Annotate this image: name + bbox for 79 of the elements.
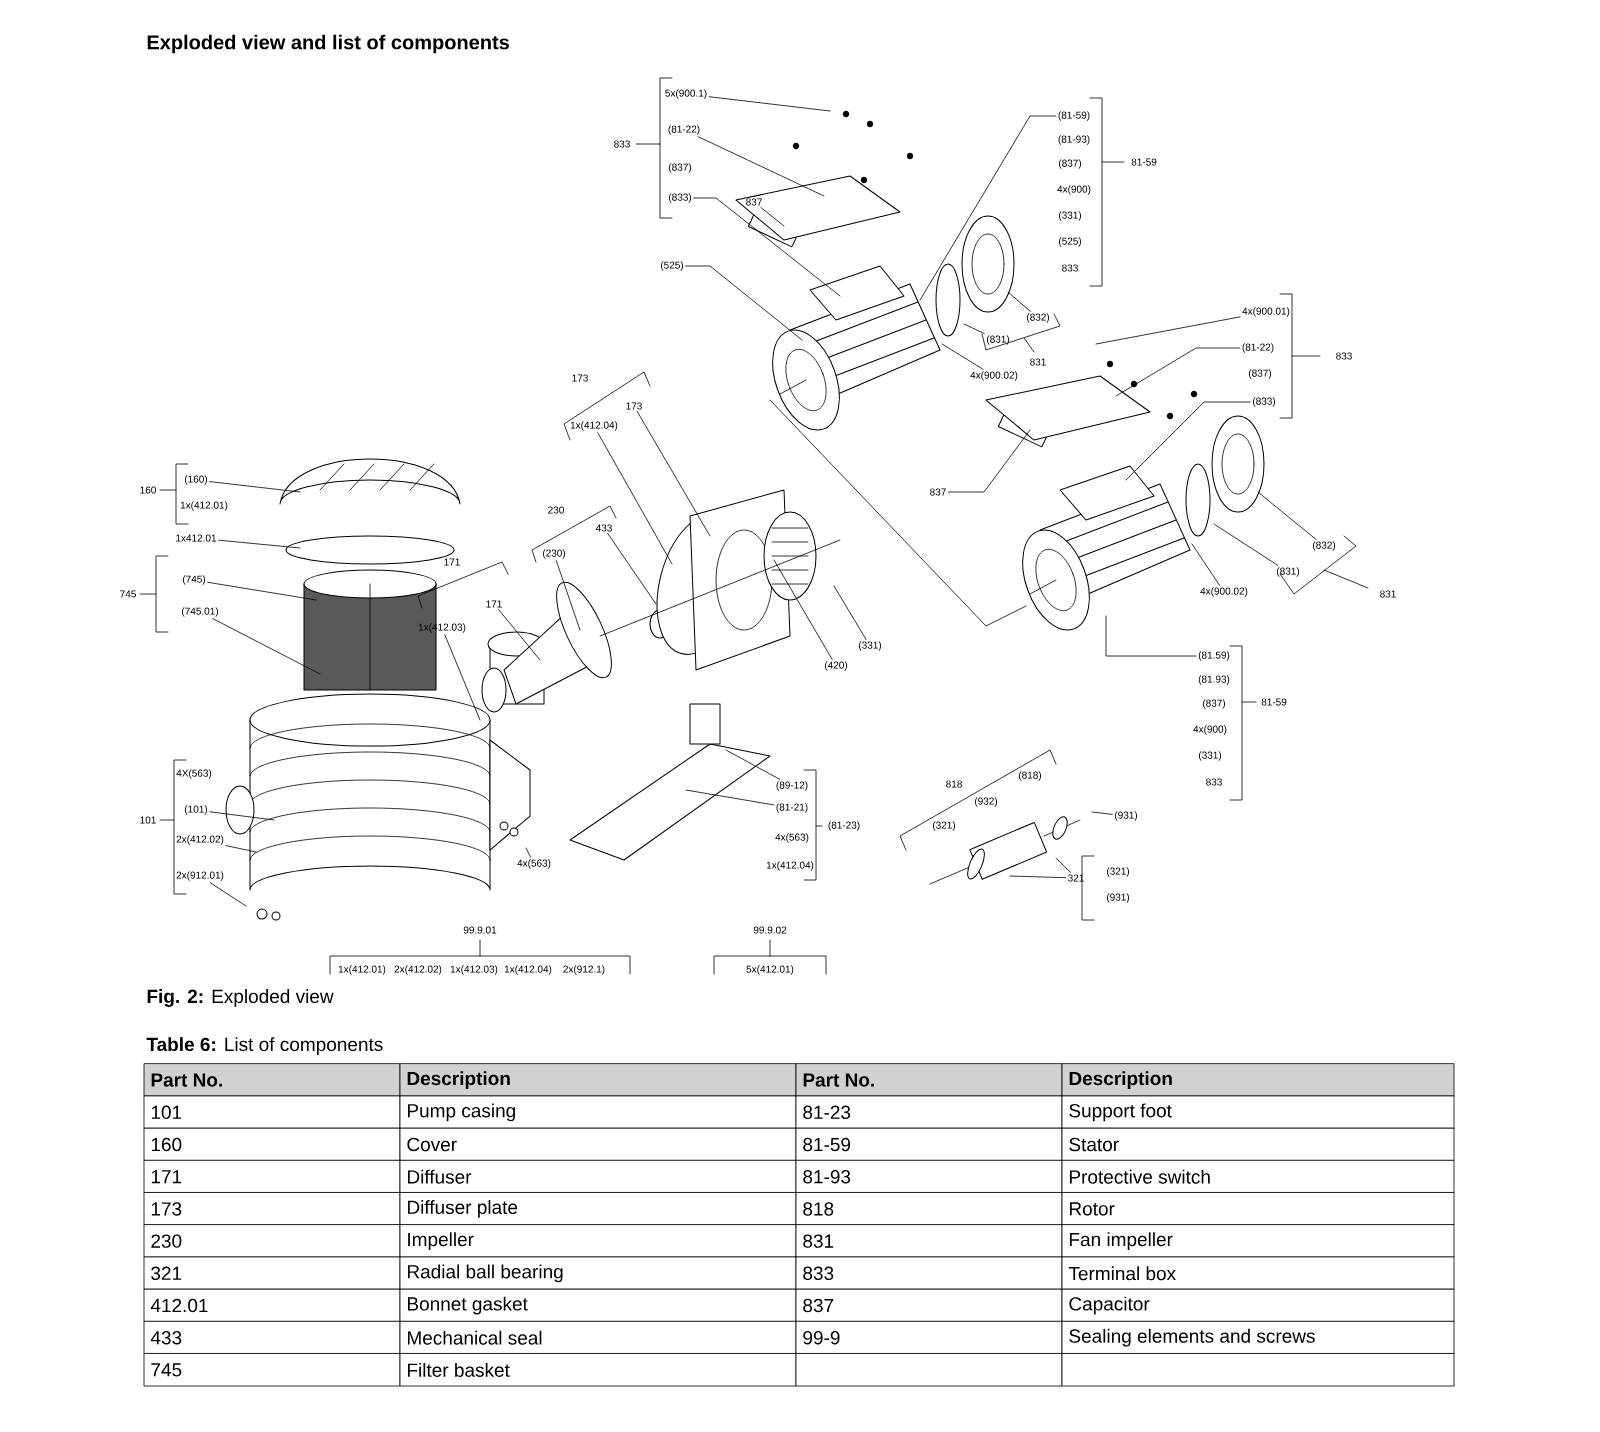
leader-line xyxy=(1115,347,1241,397)
leader-line xyxy=(218,539,301,549)
leader-line xyxy=(212,618,321,675)
table-cell: 230 xyxy=(143,1224,401,1258)
table-header-cell: Description xyxy=(1061,1063,1455,1097)
table-cell: 831 xyxy=(795,1224,1063,1258)
table-cell: Support foot xyxy=(1061,1095,1455,1129)
table-header-cell: Description xyxy=(399,1063,797,1097)
table-cell: Bonnet gasket xyxy=(399,1289,797,1322)
table-cell: Protective switch xyxy=(1061,1160,1455,1194)
table-cell: 160 xyxy=(143,1128,401,1161)
table-cell: 81-93 xyxy=(795,1160,1063,1194)
leader-line xyxy=(725,749,781,780)
leader-line xyxy=(597,432,673,565)
leader-line xyxy=(607,533,657,605)
table-cell: 433 xyxy=(143,1321,401,1355)
table-cell: 321 xyxy=(143,1256,401,1290)
title: Exploded view and list of components xyxy=(147,34,509,54)
leader-line xyxy=(963,323,985,334)
leader-line xyxy=(1257,491,1317,540)
leader-line xyxy=(760,207,785,227)
table-cell: Impeller xyxy=(399,1224,797,1258)
leader-line xyxy=(919,115,1057,301)
leader-line xyxy=(708,96,831,112)
table-cell: Pump casing xyxy=(399,1095,797,1129)
table-cell: Stator xyxy=(1061,1128,1455,1161)
leader-line xyxy=(693,197,841,297)
table-cell: 818 xyxy=(795,1192,1063,1226)
table-cell: Radial ball bearing xyxy=(399,1256,797,1290)
leader-line xyxy=(525,847,532,858)
table-cell: 81-23 xyxy=(795,1095,1063,1129)
leader-line xyxy=(555,560,581,631)
leader-line xyxy=(225,845,257,853)
table-header-cell: Part No. xyxy=(795,1063,1063,1097)
table-cell: Fan impeller xyxy=(1061,1224,1455,1258)
leader-line xyxy=(1213,523,1279,566)
table-cell: Rotor xyxy=(1061,1192,1455,1226)
table-cell: 101 xyxy=(143,1095,401,1129)
table-cell: 171 xyxy=(143,1160,401,1194)
caption: Fig. 2: Exploded view xyxy=(147,989,334,1007)
leader-line xyxy=(1105,615,1197,657)
leader-line xyxy=(209,811,275,821)
leader-line xyxy=(685,265,803,341)
table-cell: 833 xyxy=(795,1256,1063,1290)
leader-line xyxy=(1055,857,1071,873)
table-cell: Cover xyxy=(399,1128,797,1161)
table-cell: 173 xyxy=(143,1192,401,1226)
leader-line xyxy=(941,343,984,370)
table-cell: Filter basket xyxy=(399,1353,797,1387)
table-cell: 99-9 xyxy=(795,1321,1063,1355)
leader-line xyxy=(773,559,833,660)
leader-line xyxy=(1091,811,1113,815)
table-caption: Table 6: List of components xyxy=(146,1037,383,1055)
leader-line xyxy=(209,882,247,907)
table-cell: 745 xyxy=(143,1353,401,1387)
leader-line xyxy=(1007,291,1031,312)
leader-line xyxy=(1191,543,1220,586)
table-header-cell: Part No. xyxy=(143,1063,401,1097)
leader-line xyxy=(697,136,825,197)
table-cell: Capacitor xyxy=(1061,1289,1455,1322)
leader-line xyxy=(685,789,775,806)
leader-line xyxy=(833,585,867,640)
leader-line xyxy=(498,609,541,661)
leader-line xyxy=(207,581,317,601)
table-cell: Diffuser plate xyxy=(399,1192,797,1226)
leader-line xyxy=(947,429,1031,493)
leader-line xyxy=(636,411,711,537)
leader-line xyxy=(1009,875,1067,879)
table-cell: Diffuser xyxy=(399,1160,797,1194)
table-cell: Terminal box xyxy=(1061,1256,1455,1290)
table-cell: 81-59 xyxy=(795,1128,1063,1161)
table-cell: Sealing elements and screws xyxy=(1061,1321,1455,1355)
leader-line xyxy=(1095,316,1241,345)
table-cell: 412.01 xyxy=(143,1289,401,1322)
table-cell: 837 xyxy=(795,1289,1063,1322)
leader-line xyxy=(209,481,301,493)
leader-line xyxy=(444,634,481,721)
leader-line xyxy=(1125,401,1251,481)
table-cell: Mechanical seal xyxy=(399,1321,797,1355)
